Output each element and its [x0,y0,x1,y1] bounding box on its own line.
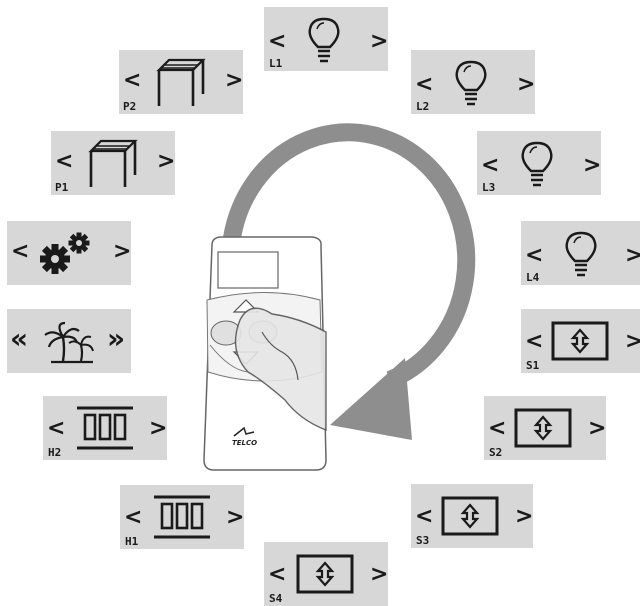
tile-holiday[interactable]: « » [7,309,131,373]
tile-label: L1 [269,57,283,70]
pergola-icon [156,58,206,106]
light-bulb-icon [565,231,597,277]
tile-s3[interactable]: < > S3 [411,484,533,548]
next-chevron-icon[interactable]: > [625,243,640,268]
tile-p2[interactable]: < > P2 [119,50,243,114]
tile-label: S2 [489,446,503,459]
prev-chevron-icon[interactable]: < [123,68,142,93]
circular-arrow-head [330,358,412,440]
tile-l2[interactable]: < > L2 [411,50,535,114]
shutter-updown-icon [296,554,354,594]
next-chevron-icon[interactable]: > [113,239,132,264]
next-chevron-icon[interactable]: > [157,149,176,174]
telco-logo [233,426,255,437]
tile-label: L2 [416,100,430,113]
light-bulb-icon [521,141,553,187]
prev-chevron-icon[interactable]: < [55,149,74,174]
next-chevron-icon[interactable]: > [225,68,244,93]
next-chevron-icon[interactable]: > [583,153,602,178]
light-bulb-icon [455,60,487,106]
tile-label: P1 [55,181,69,194]
tile-h1[interactable]: < > H1 [120,485,244,549]
palm-trees-icon [44,321,94,364]
tile-label: L4 [526,271,540,284]
next-chevron-icon[interactable]: > [226,505,245,530]
prev-chevron-icon[interactable]: < [124,505,143,530]
tile-s2[interactable]: < > S2 [484,396,606,460]
fast-prev-chevron-icon[interactable]: « [10,322,29,355]
next-chevron-icon[interactable]: > [625,329,640,354]
tile-l4[interactable]: < > L4 [521,221,640,285]
tile-label: S1 [526,359,540,372]
prev-chevron-icon[interactable]: < [268,29,287,54]
prev-chevron-icon[interactable]: < [525,243,544,268]
prev-chevron-icon[interactable]: < [268,562,287,587]
tile-p1[interactable]: < > P1 [51,131,175,195]
light-bulb-icon [308,17,340,63]
prev-chevron-icon[interactable]: < [11,239,30,264]
prev-chevron-icon[interactable]: < [525,329,544,354]
prev-chevron-icon[interactable]: < [488,416,507,441]
tile-h2[interactable]: < > H2 [43,396,167,460]
remote-control [203,236,327,471]
gears-icon [40,232,90,274]
tile-s1[interactable]: < > S1 [521,309,640,373]
tile-label: P2 [123,100,137,113]
tile-label: S3 [416,534,430,547]
heater-icon [154,495,210,539]
next-chevron-icon[interactable]: > [149,416,168,441]
circular-arrow-icon [223,123,476,389]
fast-next-chevron-icon[interactable]: » [107,322,126,355]
tile-label: S4 [269,592,283,605]
prev-chevron-icon[interactable]: < [415,72,434,97]
tile-label: H1 [125,535,139,548]
heater-icon [77,406,133,450]
prev-chevron-icon[interactable]: < [47,416,66,441]
prev-chevron-icon[interactable]: < [415,504,434,529]
next-chevron-icon[interactable]: > [588,416,607,441]
tile-label: L3 [482,181,496,194]
tile-l1[interactable]: < > L1 [264,7,388,71]
next-chevron-icon[interactable]: > [370,562,389,587]
prev-chevron-icon[interactable]: < [481,153,500,178]
tile-settings[interactable]: < [7,221,131,285]
next-chevron-icon[interactable]: > [370,29,389,54]
tile-l3[interactable]: < > L3 [477,131,601,195]
pergola-icon [88,139,138,187]
shutter-updown-icon [551,321,609,361]
shutter-updown-icon [514,408,572,448]
next-chevron-icon[interactable]: > [517,72,536,97]
tile-s4[interactable]: < > S4 [264,542,388,606]
shutter-updown-icon [441,496,499,536]
remote-brand-logo: TELCO [232,439,258,447]
next-chevron-icon[interactable]: > [515,504,534,529]
tile-label: H2 [48,446,62,459]
